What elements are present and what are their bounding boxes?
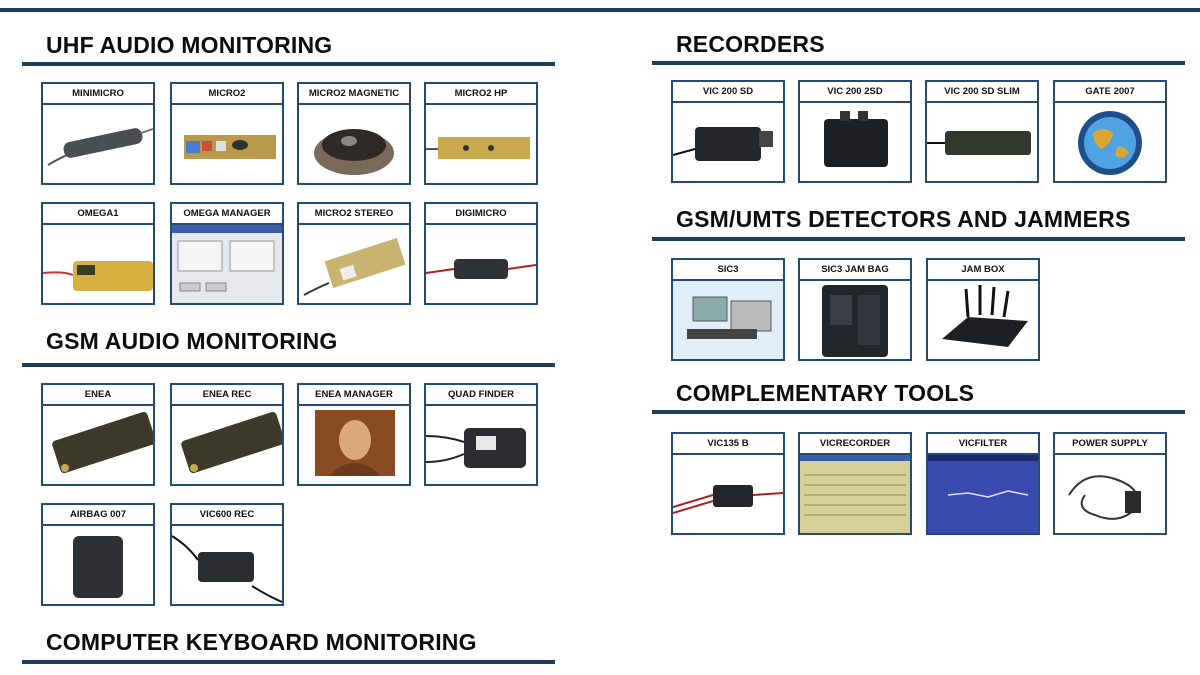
product-label: MINIMICRO [43, 84, 153, 105]
product-card-enea[interactable]: ENEA [41, 383, 155, 486]
enea-image [43, 406, 153, 484]
product-card-omega-manager[interactable]: OMEGA MANAGER [170, 202, 284, 305]
product-label: DIGIMICRO [426, 204, 536, 225]
section-rule-recorders [652, 61, 1185, 65]
section-rule-keyboard [22, 660, 555, 664]
product-label: MICRO2 MAGNETIC [299, 84, 409, 105]
product-label: VIC135 B [673, 434, 783, 455]
airbag-007-image [43, 526, 153, 604]
product-card-vic600-rec[interactable]: VIC600 REC [170, 503, 284, 606]
omega1-image [43, 225, 153, 303]
product-card-vic200-2sd[interactable]: VIC 200 2SD [798, 80, 912, 183]
product-label: MICRO2 [172, 84, 282, 105]
enea-rec-image [172, 406, 282, 484]
vic200-sd-image [673, 103, 783, 181]
product-card-micro2-magnetic[interactable]: MICRO2 MAGNETIC [297, 82, 411, 185]
product-card-power-supply[interactable]: POWER SUPPLY [1053, 432, 1167, 535]
product-label: QUAD FINDER [426, 385, 536, 406]
micro2-hp-image [426, 105, 536, 183]
product-label: GATE 2007 [1055, 82, 1165, 103]
jam-box-image [928, 281, 1038, 359]
product-card-micro2[interactable]: MICRO2 [170, 82, 284, 185]
power-supply-image [1055, 455, 1165, 533]
section-rule-gsm [22, 363, 555, 367]
omega-manager-image [172, 225, 282, 303]
product-label: VIC 200 SD SLIM [927, 82, 1037, 103]
product-card-vic200-sd[interactable]: VIC 200 SD [671, 80, 785, 183]
product-card-vic135-b[interactable]: VIC135 B [671, 432, 785, 535]
section-title-recorders: RECORDERS [676, 31, 825, 57]
top-divider [0, 8, 1200, 12]
section-rule-tools [652, 410, 1185, 414]
micro2-magnetic-image [299, 105, 409, 183]
product-label: MICRO2 HP [426, 84, 536, 105]
micro2-stereo-image [299, 225, 409, 303]
section-title-tools: COMPLEMENTARY TOOLS [676, 380, 975, 406]
sic3-image [673, 281, 783, 359]
enea-manager-image [299, 406, 409, 484]
product-label: SIC3 [673, 260, 783, 281]
product-card-micro2-stereo[interactable]: MICRO2 STEREO [297, 202, 411, 305]
section-title-uhf: UHF AUDIO MONITORING [46, 32, 333, 58]
vicfilter-image [928, 455, 1038, 533]
section-rule-detectors [652, 237, 1185, 241]
product-label: ENEA [43, 385, 153, 406]
product-card-enea-rec[interactable]: ENEA REC [170, 383, 284, 486]
product-card-airbag-007[interactable]: AIRBAG 007 [41, 503, 155, 606]
product-label: JAM BOX [928, 260, 1038, 281]
quad-finder-image [426, 406, 536, 484]
product-card-omega1[interactable]: OMEGA1 [41, 202, 155, 305]
sic3-jam-bag-image [800, 281, 910, 359]
product-label: VICRECORDER [800, 434, 910, 455]
vic200-2sd-image [800, 103, 910, 181]
product-label: VICFILTER [928, 434, 1038, 455]
product-label: ENEA MANAGER [299, 385, 409, 406]
vic600-rec-image [172, 526, 282, 604]
product-label: ENEA REC [172, 385, 282, 406]
product-label: OMEGA MANAGER [172, 204, 282, 225]
product-card-sic3-jam-bag[interactable]: SIC3 JAM BAG [798, 258, 912, 361]
vicrecorder-image [800, 455, 910, 533]
product-card-vicfilter[interactable]: VICFILTER [926, 432, 1040, 535]
product-card-micro2-hp[interactable]: MICRO2 HP [424, 82, 538, 185]
globe-icon [1055, 103, 1165, 181]
product-label: VIC 200 2SD [800, 82, 910, 103]
product-card-gate-2007[interactable]: GATE 2007 [1053, 80, 1167, 183]
section-title-detectors: GSM/UMTS DETECTORS AND JAMMERS [676, 206, 1131, 232]
vic200-sd-slim-image [927, 103, 1037, 181]
product-label: SIC3 JAM BAG [800, 260, 910, 281]
product-card-minimicro[interactable]: MINIMICRO [41, 82, 155, 185]
product-label: MICRO2 STEREO [299, 204, 409, 225]
product-label: AIRBAG 007 [43, 505, 153, 526]
product-card-quad-finder[interactable]: QUAD FINDER [424, 383, 538, 486]
vic135-b-image [673, 455, 783, 533]
product-card-jam-box[interactable]: JAM BOX [926, 258, 1040, 361]
minimicro-image [43, 105, 153, 183]
product-label: OMEGA1 [43, 204, 153, 225]
product-card-enea-manager[interactable]: ENEA MANAGER [297, 383, 411, 486]
section-title-keyboard: COMPUTER KEYBOARD MONITORING [46, 629, 477, 655]
section-title-gsm: GSM AUDIO MONITORING [46, 328, 338, 354]
product-label: VIC600 REC [172, 505, 282, 526]
product-card-vicrecorder[interactable]: VICRECORDER [798, 432, 912, 535]
product-card-vic200-sd-slim[interactable]: VIC 200 SD SLIM [925, 80, 1039, 183]
product-label: POWER SUPPLY [1055, 434, 1165, 455]
micro2-image [172, 105, 282, 183]
digimicro-image [426, 225, 536, 303]
section-rule-uhf [22, 62, 555, 66]
product-card-digimicro[interactable]: DIGIMICRO [424, 202, 538, 305]
product-label: VIC 200 SD [673, 82, 783, 103]
product-card-sic3[interactable]: SIC3 [671, 258, 785, 361]
